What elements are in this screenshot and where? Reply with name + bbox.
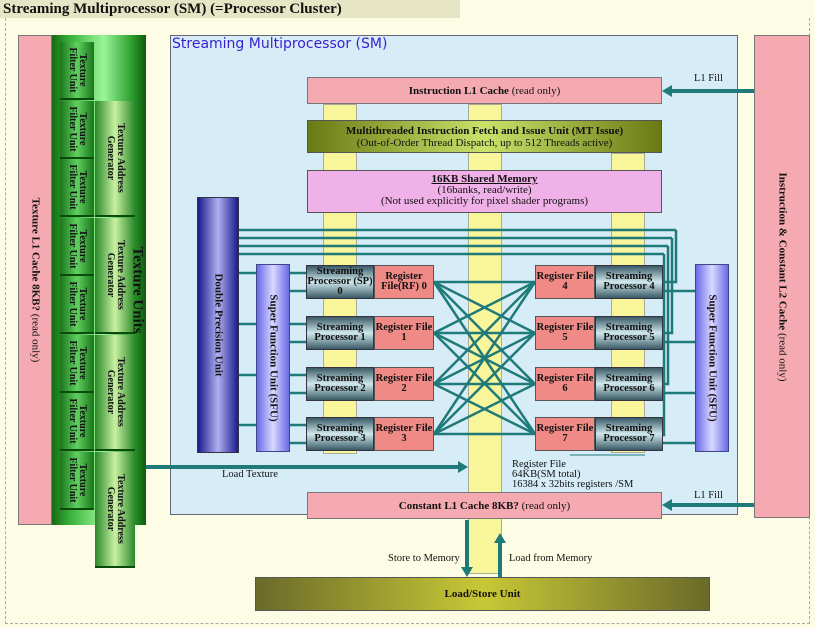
- texture-filter-unit: Texture Filter Unit: [60, 159, 94, 217]
- sfu-right-label: Super Function Unit (SFU): [706, 294, 719, 422]
- streaming-processor: Streaming Processor 5: [595, 316, 663, 350]
- constant-l1-cache-note: (read only): [518, 500, 571, 512]
- crossbar-wire: [432, 281, 537, 435]
- instruction-l1-cache-note: (read only): [508, 85, 561, 97]
- l2-cache: Instruction & Constant L2 Cache (read on…: [754, 35, 810, 518]
- register-file: Register File 3: [374, 417, 434, 451]
- sfu-right: Super Function Unit (SFU): [695, 264, 729, 452]
- texture-filter-unit: Texture Filter Unit: [60, 276, 94, 334]
- streaming-processor: Streaming Processor 2: [306, 367, 374, 401]
- register-file-note-line: Register File: [512, 459, 566, 470]
- crossbar-wire: [433, 281, 536, 385]
- l1-fill-label-top: L1 Fill: [694, 73, 723, 84]
- streaming-processor: Streaming Processor 1: [306, 316, 374, 350]
- shared-memory-banks: (16banks, read/write): [437, 184, 532, 196]
- texture-filter-unit: Texture Filter Unit: [60, 334, 94, 393]
- streaming-processor: Streaming Processor (SP) 0: [306, 265, 374, 299]
- texture-l1-cache: Texture L1 Cache 8KB? (read only): [18, 35, 52, 525]
- bus-line: [663, 238, 674, 335]
- texture-address-generator: Texture Address Generator: [95, 218, 135, 334]
- texture-filter-unit: Texture Filter Unit: [60, 100, 94, 159]
- texture-filter-unit: Texture Filter Unit: [60, 393, 94, 451]
- load-texture-label: Load Texture: [222, 469, 278, 480]
- load-from-memory-label: Load from Memory: [509, 553, 593, 564]
- store-to-memory-label: Store to Memory: [388, 553, 460, 564]
- register-file-note-line: 64KB(SM total): [512, 469, 581, 480]
- instruction-l1-cache: Instruction L1 Cache (read only): [307, 77, 662, 104]
- texture-filter-unit: Texture Filter Unit: [60, 42, 94, 100]
- register-file: Register File 7: [535, 417, 595, 451]
- mt-issue-unit: Multithreaded Instruction Fetch and Issu…: [307, 120, 662, 153]
- streaming-processor: Streaming Processor 3: [306, 417, 374, 451]
- register-file-note-line: 16384 x 32bits registers /SM: [512, 479, 634, 490]
- register-file: Register File 6: [535, 367, 595, 401]
- register-file: Register File 2: [374, 367, 434, 401]
- register-file: Register File 1: [374, 316, 434, 350]
- register-file: Register File 5: [535, 316, 595, 350]
- instruction-l1-cache-label: Instruction L1 Cache: [408, 85, 509, 97]
- load-store-unit: Load/Store Unit: [255, 577, 710, 611]
- streaming-processor: Streaming Processor 6: [595, 367, 663, 401]
- shared-memory: 16KB Shared Memory (16banks, read/write)…: [307, 170, 662, 213]
- streaming-processor: Streaming Processor 4: [595, 265, 663, 299]
- constant-l1-cache-label: Constant L1 Cache 8KB?: [398, 500, 519, 512]
- load-texture-arrowhead: [458, 461, 468, 473]
- register-file: Register File(RF) 0: [374, 265, 434, 299]
- sm-title: Streaming Multiprocessor (SM): [172, 36, 388, 52]
- crossbar-wire: [433, 382, 536, 436]
- mt-issue-title: Multithreaded Instruction Fetch and Issu…: [345, 125, 624, 137]
- shared-memory-title: 16KB Shared Memory: [431, 173, 538, 185]
- double-precision-unit: Double Precision Unit: [197, 197, 239, 453]
- l1-fill-arrowhead: [662, 499, 672, 511]
- texture-address-generator: Texture Address Generator: [95, 335, 135, 451]
- l1-fill-arrowhead: [662, 85, 672, 97]
- texture-filter-unit: Texture Filter Unit: [60, 217, 94, 276]
- crossbar-wire: [433, 332, 536, 435]
- sfu-left-label: Super Function Unit (SFU): [267, 294, 280, 422]
- texture-filter-unit: Texture Filter Unit: [60, 451, 94, 510]
- mt-issue-subtitle: (Out-of-Order Thread Dispatch, up to 512…: [356, 137, 613, 149]
- streaming-processor: Streaming Processor 7: [595, 417, 663, 451]
- store-arrowhead: [461, 567, 473, 577]
- texture-address-generator: Texture Address Generator: [95, 452, 135, 568]
- l1-fill-label-bottom: L1 Fill: [694, 490, 723, 501]
- shared-memory-note: (Not used explicitly for pixel shader pr…: [380, 195, 589, 207]
- crossbar-wire: [433, 280, 536, 335]
- l2-cache-note: (read only): [776, 329, 789, 381]
- register-file-note: Register File 64KB(SM total) 16384 x 32b…: [512, 459, 634, 490]
- sfu-left: Super Function Unit (SFU): [256, 264, 290, 452]
- constant-l1-cache: Constant L1 Cache 8KB? (read only): [307, 492, 662, 519]
- l2-cache-label: Instruction & Constant L2 Cache: [776, 172, 789, 330]
- register-file: Register File 4: [535, 265, 595, 299]
- diagram-title: Streaming Multiprocessor (SM) (=Processo…: [0, 0, 460, 18]
- double-precision-unit-label: Double Precision Unit: [212, 273, 225, 377]
- texture-address-generator: Texture Address Generator: [95, 101, 135, 217]
- bus-line: [662, 254, 666, 437]
- load-arrowhead: [494, 533, 506, 543]
